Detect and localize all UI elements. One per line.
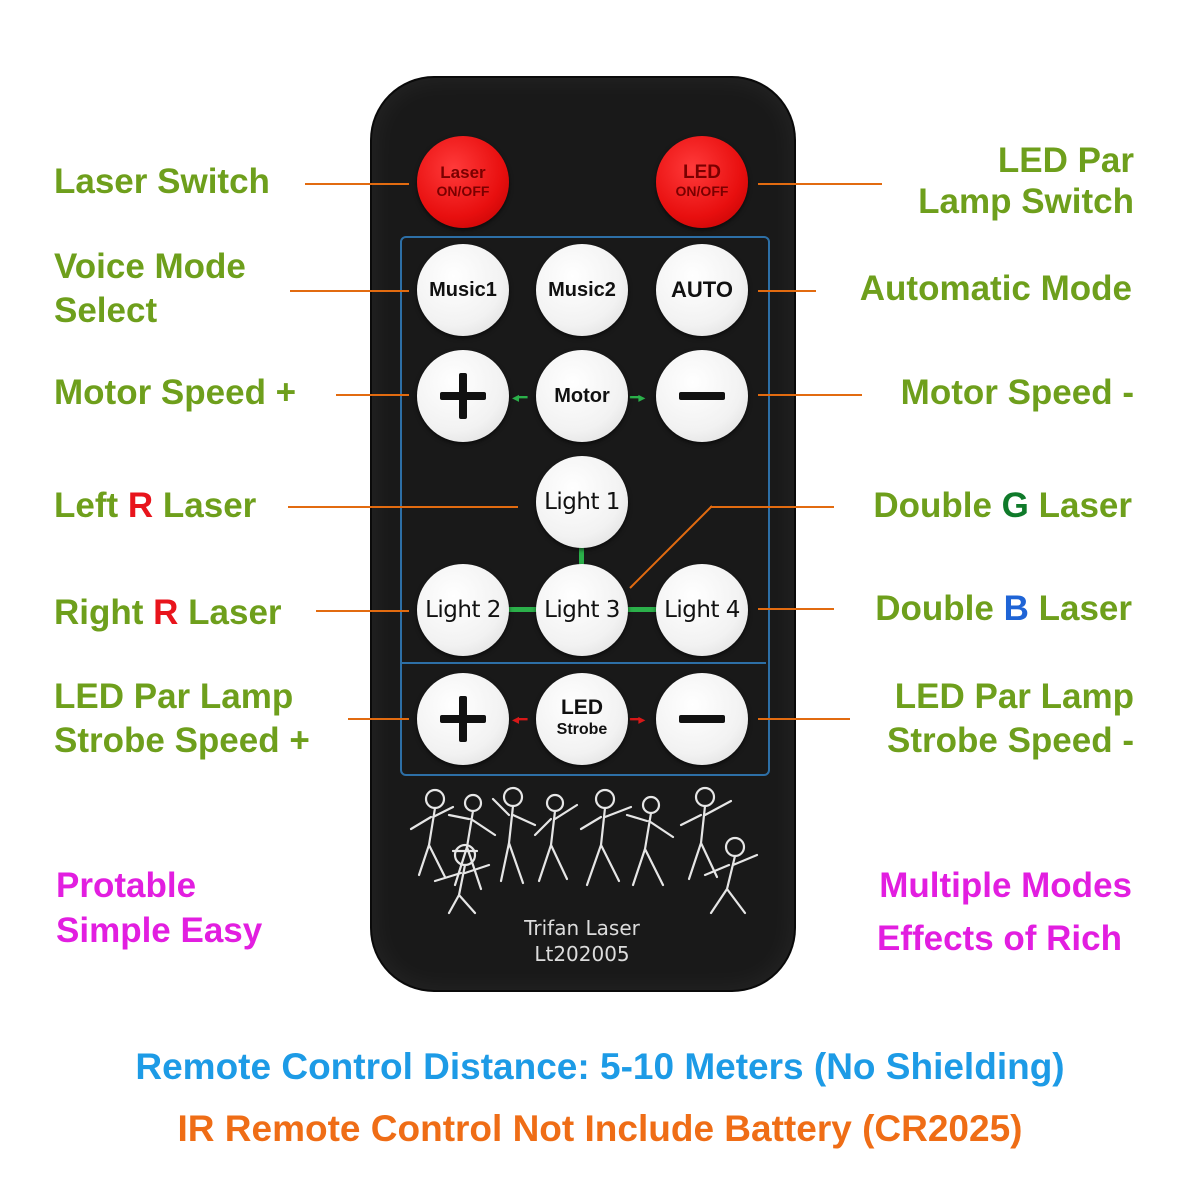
dancers-illustration — [409, 786, 759, 915]
light-connector-vertical — [579, 544, 584, 572]
label-right-r-laser: Right R Laser — [54, 592, 282, 634]
laser-button-sublabel: ON/OFF — [436, 183, 490, 199]
label-protable-line2: Simple Easy — [56, 911, 263, 950]
label-multiple-modes-line2: Effects of Rich — [876, 919, 1122, 958]
plus-icon — [440, 696, 486, 742]
led-strobe-label: LED — [560, 696, 603, 719]
led-button-sublabel: ON/OFF — [675, 183, 729, 199]
motor-label: Motor — [554, 385, 610, 407]
label-protable-line1: Protable — [56, 866, 197, 905]
leader-motor-minus — [758, 394, 862, 396]
leader-auto-mode — [758, 290, 816, 292]
label-text: Laser — [153, 486, 257, 525]
motor-speed-plus-button[interactable] — [417, 350, 509, 442]
music1-button[interactable]: Music1 — [417, 244, 509, 336]
auto-label: AUTO — [671, 277, 733, 302]
label-text: Double — [873, 486, 1002, 525]
label-text: Right — [54, 593, 154, 632]
label-color-letter: B — [1003, 589, 1029, 628]
label-text: Laser — [1028, 486, 1132, 525]
led-strobe-button[interactable]: LED Strobe — [536, 673, 628, 765]
label-motor-speed-minus: Motor Speed - — [900, 373, 1134, 412]
light1-label: Light 1 — [544, 489, 620, 515]
auto-button[interactable]: AUTO — [656, 244, 748, 336]
label-color-letter: G — [1001, 486, 1029, 525]
brand-name: Trifan Laser — [524, 916, 640, 940]
leader-led-switch — [758, 183, 882, 185]
music2-button[interactable]: Music2 — [536, 244, 628, 336]
label-text: Double — [875, 589, 1004, 628]
light-connector-right — [624, 607, 660, 612]
model-number: Lt202005 — [534, 942, 630, 966]
label-text: Left — [54, 486, 128, 525]
label-strobe-minus-line2: Strobe Speed - — [887, 721, 1134, 760]
label-strobe-plus-line1: LED Par Lamp — [54, 677, 294, 716]
label-strobe-minus-line1: LED Par Lamp — [894, 677, 1134, 716]
music2-label: Music2 — [548, 279, 616, 301]
label-left-r-laser: Left R Laser — [54, 485, 256, 527]
strobe-speed-plus-button[interactable] — [417, 673, 509, 765]
label-strobe-plus-line2: Strobe Speed + — [54, 721, 310, 760]
leader-voice-mode — [290, 290, 409, 292]
label-led-switch-line1: LED Par — [997, 141, 1134, 180]
light2-label: Light 2 — [425, 597, 501, 623]
light3-button[interactable]: Light 3 — [536, 564, 628, 656]
leader-right-r-laser — [316, 610, 409, 612]
strobe-speed-minus-button[interactable] — [656, 673, 748, 765]
label-color-letter: R — [153, 593, 179, 632]
light1-button[interactable]: Light 1 — [536, 456, 628, 548]
motor-button[interactable]: Motor — [536, 350, 628, 442]
footer-battery-text: IR Remote Control Not Include Battery (C… — [177, 1108, 1023, 1149]
plus-icon — [440, 373, 486, 419]
light-connector-left — [506, 607, 542, 612]
strobe-right-arrow-icon: ━▸ — [630, 711, 646, 727]
light4-label: Light 4 — [664, 597, 740, 623]
panel-divider — [402, 662, 766, 664]
label-multiple-modes-line1: Multiple Modes — [879, 866, 1132, 905]
label-color-letter: R — [127, 486, 154, 525]
minus-icon — [679, 696, 725, 742]
leader-motor-plus — [336, 394, 409, 396]
minus-icon — [679, 373, 725, 419]
light3-label: Light 3 — [544, 597, 620, 623]
motor-right-arrow-icon: ━▸ — [630, 389, 646, 405]
laser-button-label: Laser — [440, 163, 486, 182]
strobe-left-arrow-icon: ◂━ — [512, 711, 528, 727]
label-led-switch-line2: Lamp Switch — [918, 182, 1134, 221]
leader-double-g-laser — [710, 506, 834, 508]
led-button-label: LED — [682, 162, 721, 183]
light2-button[interactable]: Light 2 — [417, 564, 509, 656]
label-motor-speed-plus: Motor Speed + — [54, 373, 297, 412]
leader-laser-switch — [305, 183, 409, 185]
label-text: Laser — [178, 593, 282, 632]
music1-label: Music1 — [429, 279, 497, 301]
leader-strobe-plus — [348, 718, 409, 720]
footer-distance-text: Remote Control Distance: 5-10 Meters (No… — [135, 1046, 1065, 1087]
label-automatic-mode: Automatic Mode — [859, 269, 1132, 308]
leader-double-b-laser — [758, 608, 834, 610]
label-voice-mode-line1: Voice Mode — [54, 247, 246, 286]
label-double-g-laser: Double G Laser — [873, 485, 1132, 527]
label-double-b-laser: Double B Laser — [875, 588, 1132, 630]
led-strobe-sublabel: Strobe — [556, 721, 608, 738]
leader-strobe-minus — [758, 718, 850, 720]
light4-button[interactable]: Light 4 — [656, 564, 748, 656]
label-laser-switch: Laser Switch — [54, 162, 270, 201]
leader-double-g-diagonal — [629, 505, 713, 589]
motor-left-arrow-icon: ◂━ — [512, 389, 528, 405]
leader-left-r-laser — [288, 506, 518, 508]
motor-speed-minus-button[interactable] — [656, 350, 748, 442]
label-voice-mode-line2: Select — [54, 291, 158, 330]
label-text: Laser — [1028, 589, 1132, 628]
